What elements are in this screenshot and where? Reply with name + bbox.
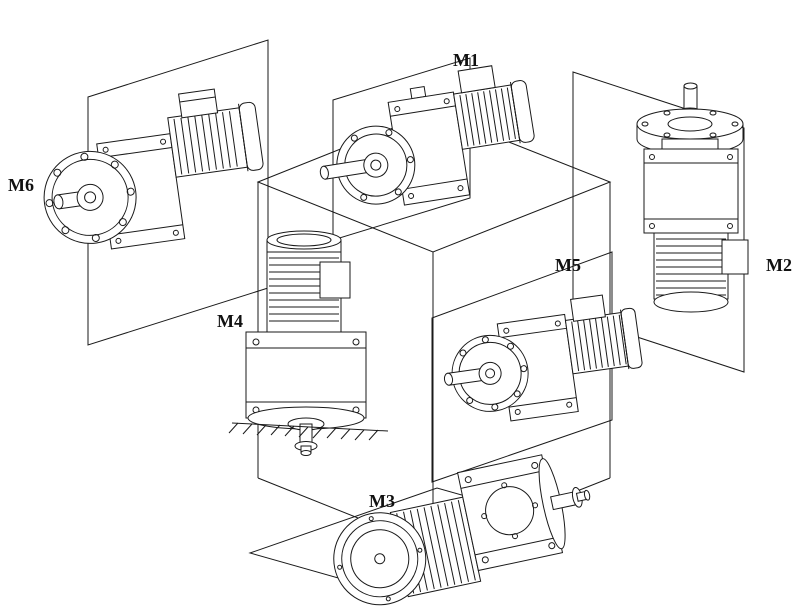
gearmotor-m4 bbox=[228, 230, 389, 456]
label-m2: M2 bbox=[766, 255, 792, 275]
label-m6: M6 bbox=[8, 175, 34, 195]
gearmotor-m2 bbox=[636, 82, 749, 313]
label-m4: M4 bbox=[217, 311, 243, 331]
gearmotor-m3 bbox=[333, 454, 591, 606]
label-m1: M1 bbox=[453, 50, 479, 70]
label-m3: M3 bbox=[369, 491, 395, 511]
gearmotor-m5 bbox=[443, 294, 643, 422]
gearmotor-m1 bbox=[319, 65, 535, 206]
label-m5: M5 bbox=[555, 255, 581, 275]
mounting-plane-m5 bbox=[431, 251, 613, 483]
ground-hatching bbox=[228, 422, 389, 441]
position-labels: M1 M2 M3 M4 M5 M6 bbox=[8, 50, 792, 511]
mounting-plane-m1 bbox=[332, 57, 471, 241]
output-flange-m2 bbox=[636, 108, 744, 140]
fan-cover-m3 bbox=[333, 512, 427, 606]
gearmotor-m6 bbox=[43, 88, 264, 250]
